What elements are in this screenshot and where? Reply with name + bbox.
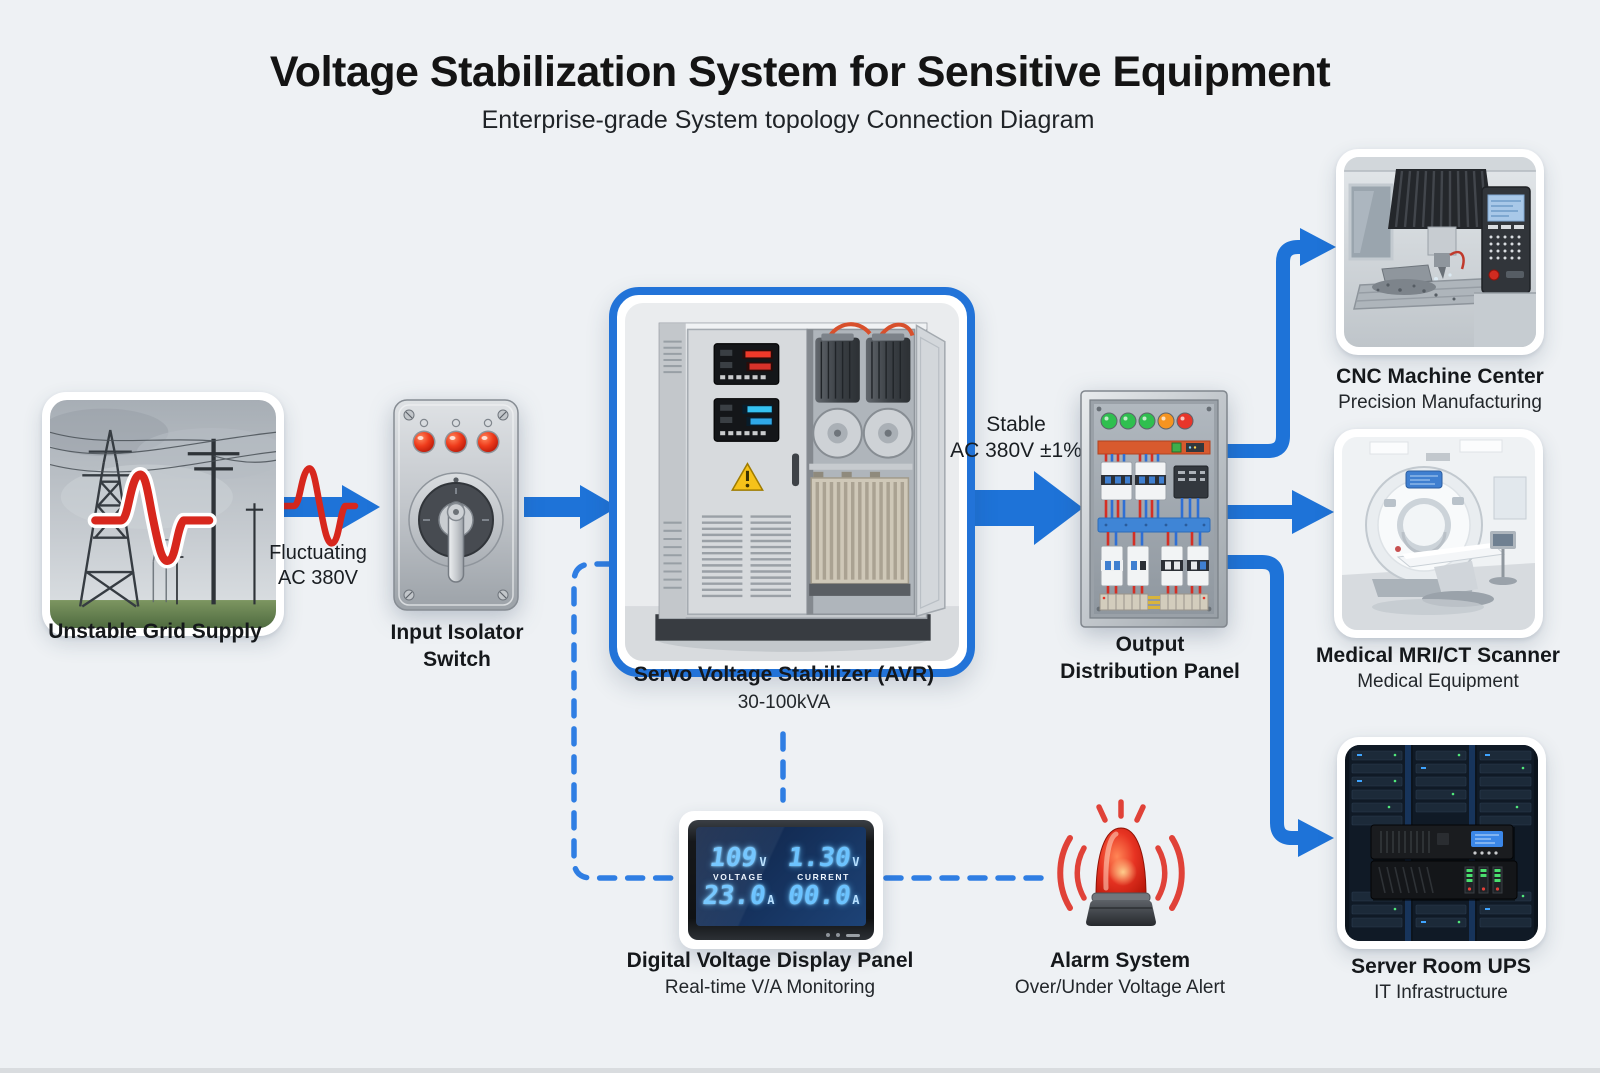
arrow-isolator-to-avr [524,485,618,529]
voltage-top-value: 109 [708,842,760,873]
display-sublabel: Real-time V/A Monitoring [664,977,876,998]
ups-card [1337,737,1546,949]
breaker-distribution-panel [1080,390,1228,628]
power-transmission-lines-photo [50,400,276,628]
arrow-avr-to-distribution [958,471,1083,545]
avr-sublabel: 30-100kVA [737,692,831,713]
page-subtitle: Enterprise-grade System topology Connect… [481,106,1095,134]
voltage-top-unit: V [759,854,767,869]
distribution-panel-illustration [1080,390,1228,628]
distribution-label-line1: Output [1115,633,1185,656]
dashed-avr-to-display-loop [571,561,679,881]
mri-card [1334,429,1543,638]
voltage-bottom-value: 23.0 [700,880,768,911]
bottom-edge-strip [0,1068,1600,1073]
fluctuating-label-line2: AC 380V [277,567,359,589]
display-current-column: 1.30 V CURRENT 00.0 A [781,827,866,926]
grid-supply-card [42,392,284,636]
current-top-unit: V [852,854,860,869]
fluctuating-label-line1: Fluctuating [269,542,367,564]
stabilizer-cabinet-photo [625,303,959,661]
ct-scanner-photo [1342,437,1535,630]
distribution-label-line2: Distribution Panel [1060,660,1240,683]
current-bottom-value: 00.0 [785,880,853,911]
display-bezel: 109 V VOLTAGE 23.0 A 1.30 V CURRENT [688,820,874,940]
mri-sublabel: Medical Equipment [1357,671,1519,692]
current-top-value: 1.30 [785,842,853,873]
arrowhead-ups [1298,819,1334,857]
seven-segment-meter: 109 V VOLTAGE 23.0 A 1.30 V CURRENT [696,827,866,926]
alarm-label: Alarm System [1049,949,1191,972]
cnc-milling-machine-photo [1344,157,1536,347]
ups-sublabel: IT Infrastructure [1374,982,1508,1003]
voltage-bottom-unit: A [767,892,775,907]
current-bottom-unit: A [852,892,860,907]
display-label: Digital Voltage Display Panel [626,949,914,972]
line-distribution-to-cnc [1220,240,1302,458]
rotary-isolator-switch [393,399,519,611]
cnc-sublabel: Precision Manufacturing [1338,392,1542,413]
fluctuation-wave-icon [277,465,359,547]
stable-label-line2: AC 380V ±1% [950,439,1082,462]
isolator-label-line2: Switch [423,648,491,671]
mri-label: Medical MRI/CT Scanner [1316,644,1560,667]
ups-label: Server Room UPS [1351,955,1531,978]
line-distribution-to-ups [1220,555,1300,845]
isolator-switch-illustration [390,396,522,614]
arrowhead-mri [1292,490,1334,534]
grid-supply-label: Unstable Grid Supply [48,620,262,643]
arrowhead-cnc [1300,228,1336,266]
siren-beacon-icon [1057,799,1185,926]
display-chin-indicators [826,933,860,937]
server-rack-ups-photo [1345,745,1538,941]
cnc-label: CNC Machine Center [1336,365,1544,388]
avr-label: Servo Voltage Stabilizer (AVR) [633,663,935,686]
page-title: Voltage Stabilization System for Sensiti… [269,48,1331,96]
cnc-card [1336,149,1544,355]
display-voltage-column: 109 V VOLTAGE 23.0 A [696,827,781,926]
avr-card [609,287,975,677]
stable-label-line1: Stable [986,413,1046,436]
alarm-sublabel: Over/Under Voltage Alert [1014,977,1226,998]
alarm-system [1046,792,1196,934]
voltage-caption: VOLTAGE [712,871,765,882]
voltage-spike-wave-icon [91,470,214,565]
voltage-display-panel: 109 V VOLTAGE 23.0 A 1.30 V CURRENT [679,811,883,949]
isolator-label-line1: Input Isolator [390,621,524,644]
current-caption: CURRENT [797,871,850,882]
